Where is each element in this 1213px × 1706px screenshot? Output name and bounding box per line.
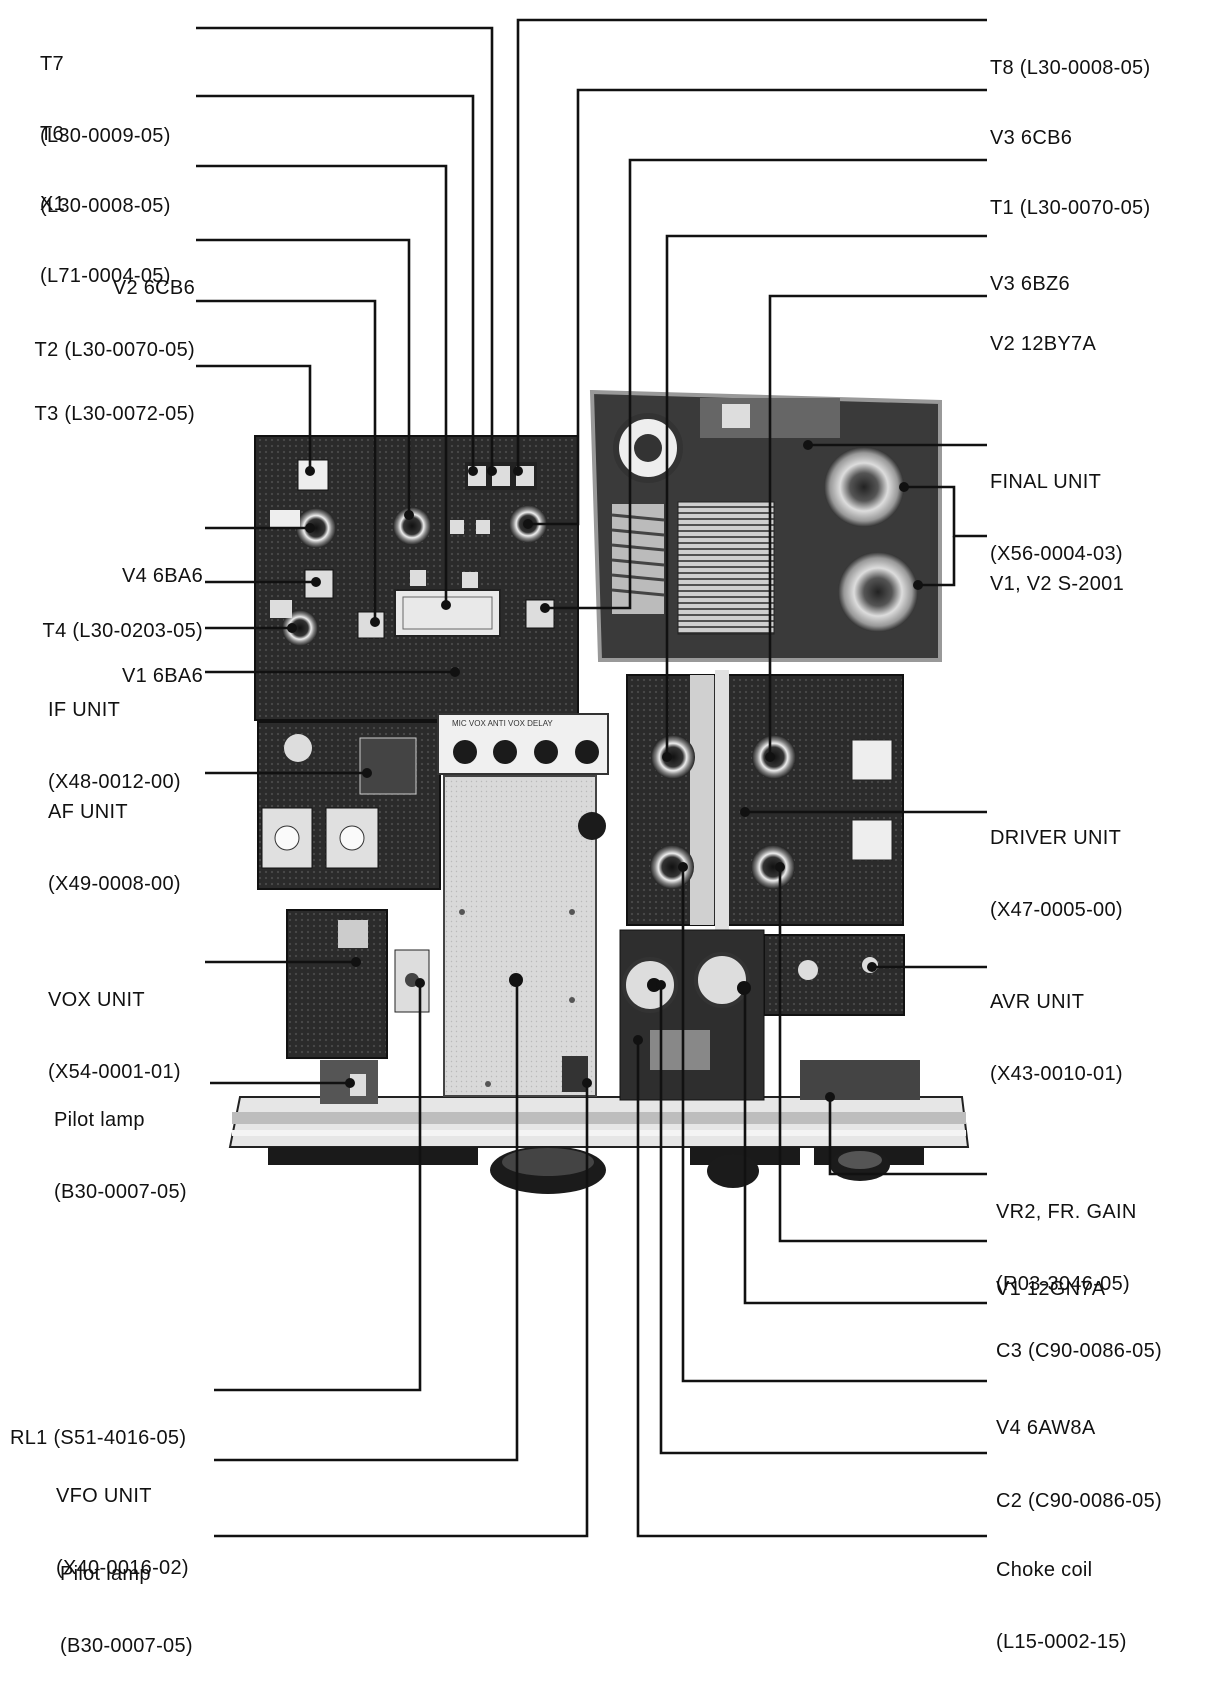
label-c3: C3 (C90-0086-05) <box>996 1340 1162 1362</box>
label-rl1: RL1 (S51-4016-05) <box>10 1427 187 1449</box>
leader-t8 <box>516 18 987 471</box>
label-t6: T6 (L30-0008-05) <box>40 123 171 217</box>
avr-unit-board <box>763 934 905 1016</box>
label-if-unit: IF UNIT (X48-0012-00) <box>48 699 181 793</box>
leader-choke <box>636 1040 987 1538</box>
leader-lines <box>196 18 987 1538</box>
label-pilot-lamp-1: Pilot lamp (B30-0007-05) <box>54 1109 187 1203</box>
leader-v1-v2-s2001 <box>904 485 987 538</box>
leader-v1-12gn7a <box>778 867 987 1243</box>
leader-vr2 <box>828 1097 987 1176</box>
leader-v2-6cb6 <box>196 238 411 515</box>
leader-x1 <box>196 164 448 605</box>
leader-v4-6aw8a <box>681 867 987 1383</box>
leader-v1-v2-s2001-b <box>918 536 956 587</box>
leader-vfo-unit <box>214 980 519 1462</box>
leader-c3 <box>743 988 987 1305</box>
label-t3: T3 (L30-0072-05) <box>34 403 195 425</box>
leader-c2 <box>659 985 987 1455</box>
leader-v2-12by7a <box>768 294 987 757</box>
chassis-diagram: MIC VOX ANTI VOX DELAY <box>10 18 1162 1657</box>
leader-rl1 <box>214 983 422 1392</box>
label-pilot-lamp-2: Pilot lamp (B30-0007-05) <box>60 1563 193 1657</box>
label-v1-12gn7a: V1 12GN7A <box>996 1278 1106 1300</box>
label-t2: T2 (L30-0070-05) <box>34 339 195 361</box>
label-vr2: VR2, FR. GAIN (R03-3046-05) <box>996 1201 1137 1295</box>
af-unit-board <box>257 721 441 890</box>
label-t1: T1 (L30-0070-05) <box>990 197 1151 219</box>
label-avr-unit: AVR UNIT (X43-0010-01) <box>990 991 1123 1085</box>
label-v4-6ba6: V4 6BA6 <box>121 565 203 587</box>
label-t7: T7 (L30-0009-05) <box>40 53 171 147</box>
final-unit-cage <box>589 389 942 662</box>
control-strip: MIC VOX ANTI VOX DELAY <box>437 713 609 775</box>
label-t8: T8 (L30-0008-05) <box>990 57 1151 79</box>
leader-t3 <box>196 364 312 471</box>
label-vox-unit: VOX UNIT (X54-0001-01) <box>48 989 181 1083</box>
lower-components <box>619 929 920 1101</box>
leader-v3-6bz6 <box>665 234 987 757</box>
label-v4-6aw8a: V4 6AW8A <box>996 1417 1096 1439</box>
label-vfo-unit: VFO UNIT (X40-0016-02) <box>56 1485 189 1579</box>
label-driver-unit: DRIVER UNIT (X47-0005-00) <box>990 827 1123 921</box>
label-v2-12by7a: V2 12BY7A <box>990 333 1097 355</box>
leader-t1 <box>545 158 987 610</box>
leader-pilot-lamp-2 <box>214 1083 589 1538</box>
label-v3-6bz6: V3 6BZ6 <box>990 273 1070 295</box>
driver-unit-board <box>626 670 904 1090</box>
label-af-unit: AF UNIT (X49-0008-00) <box>48 801 181 895</box>
label-v3-6cb6: V3 6CB6 <box>990 127 1073 149</box>
leader-v3-6cb6 <box>528 88 987 526</box>
label-final-unit: FINAL UNIT (X56-0004-03) <box>990 471 1123 565</box>
chassis-photo: MIC VOX ANTI VOX DELAY <box>228 389 970 1194</box>
control-strip-text: MIC VOX ANTI VOX DELAY <box>452 719 553 728</box>
label-choke: Choke coil (L15-0002-15) <box>996 1559 1127 1653</box>
label-v1-6ba6: V1 6BA6 <box>121 665 203 687</box>
leader-t7 <box>196 26 494 471</box>
label-x1: X1 (L71-0004-05) <box>40 193 171 287</box>
label-c2: C2 (C90-0086-05) <box>996 1490 1162 1512</box>
label-v2-6cb6: V2 6CB6 <box>112 277 195 299</box>
leader-t2 <box>196 299 377 622</box>
vfo-box <box>443 775 606 1097</box>
label-v1-v2-s2001: V1, V2 S-2001 <box>990 573 1124 595</box>
leader-t6 <box>196 94 475 471</box>
label-t4: T4 (L30-0203-05) <box>42 620 203 642</box>
front-panel <box>228 1096 970 1165</box>
